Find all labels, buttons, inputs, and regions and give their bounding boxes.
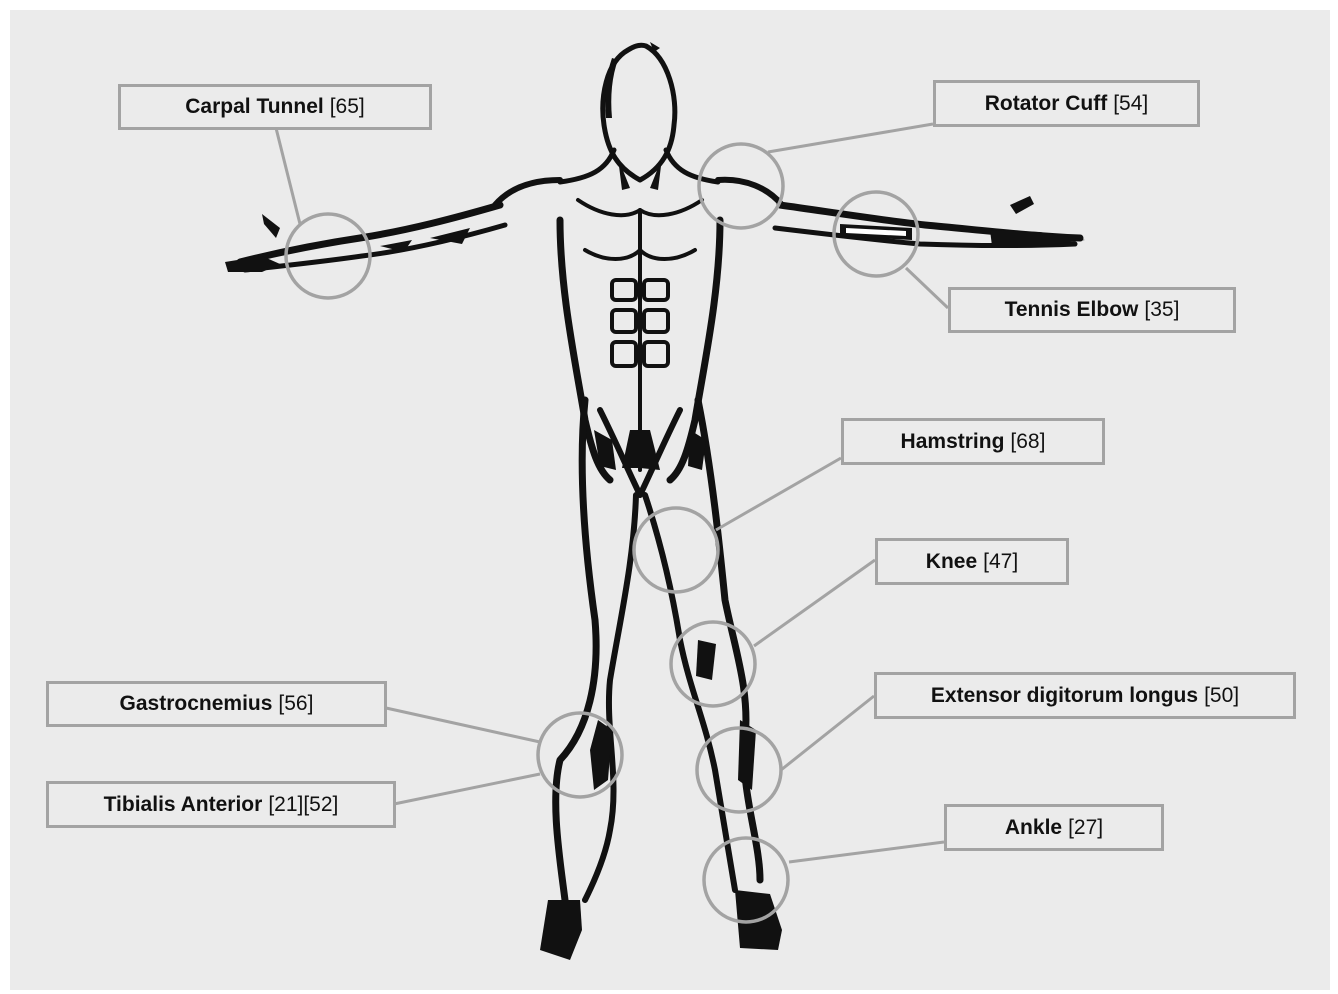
leader-knee <box>754 560 875 646</box>
callout-knee: Knee[47] <box>875 538 1069 585</box>
callout-name: Knee <box>926 550 977 574</box>
callout-rotator-cuff: Rotator Cuff[54] <box>933 80 1200 127</box>
leader-hamstring <box>716 458 841 530</box>
leader-tibialis <box>394 774 540 804</box>
leader-carpal-tunnel <box>276 128 300 224</box>
callout-name: Carpal Tunnel <box>185 95 323 119</box>
callout-reference: [68] <box>1010 430 1045 454</box>
callout-extensor-digitorum-longus: Extensor digitorum longus[50] <box>874 672 1296 719</box>
callout-name: Ankle <box>1005 816 1062 840</box>
leader-gastrocnemius <box>386 708 540 742</box>
leader-tennis-elbow <box>906 268 948 308</box>
callout-reference: [35] <box>1144 298 1179 322</box>
callout-carpal-tunnel: Carpal Tunnel [65] <box>118 84 432 130</box>
callout-name: Extensor digitorum longus <box>931 684 1198 708</box>
callout-ankle: Ankle[27] <box>944 804 1164 851</box>
callout-name: Tibialis Anterior <box>104 793 263 817</box>
callout-hamstring: Hamstring[68] <box>841 418 1105 465</box>
leader-extensor <box>781 696 874 770</box>
callout-reference: [21][52] <box>268 793 338 817</box>
callout-reference: [54] <box>1113 92 1148 116</box>
callout-gastrocnemius: Gastrocnemius[56] <box>46 681 387 727</box>
callout-tibialis-anterior: Tibialis Anterior[21][52] <box>46 781 396 828</box>
callout-name: Hamstring <box>901 430 1005 454</box>
ring-hamstring <box>634 508 718 592</box>
callout-reference: [50] <box>1204 684 1239 708</box>
callout-reference: [65] <box>330 95 365 119</box>
leader-rotator-cuff <box>768 124 933 152</box>
callout-reference: [27] <box>1068 816 1103 840</box>
callout-reference: [56] <box>278 692 313 716</box>
callout-name: Gastrocnemius <box>120 692 273 716</box>
callout-reference: [47] <box>983 550 1018 574</box>
callout-tennis-elbow: Tennis Elbow[35] <box>948 287 1236 333</box>
leader-ankle <box>789 842 944 862</box>
callout-name: Rotator Cuff <box>985 92 1107 116</box>
callout-name: Tennis Elbow <box>1005 298 1139 322</box>
ring-rotator-cuff <box>699 144 783 228</box>
